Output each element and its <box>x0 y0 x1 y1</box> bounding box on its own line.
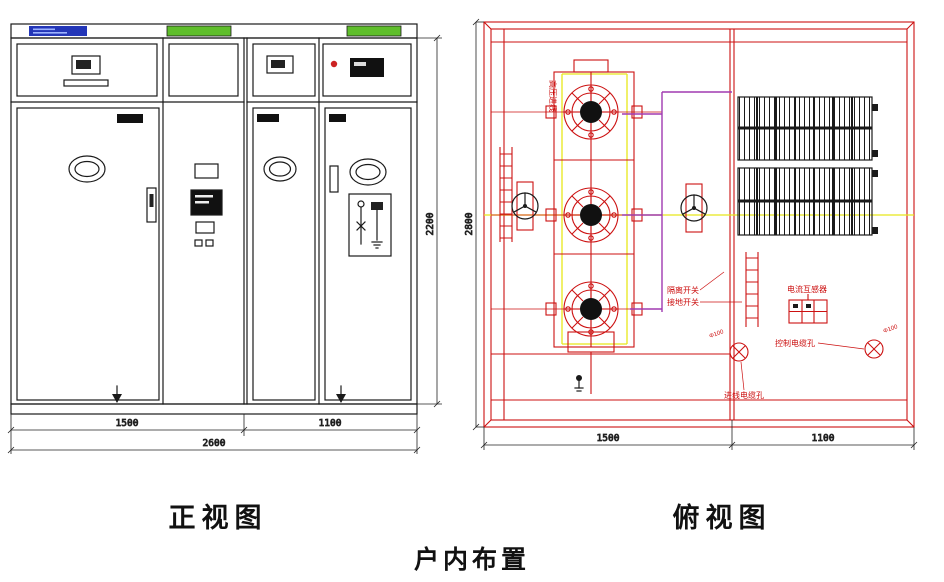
door-handle-right <box>263 156 297 182</box>
cabinet-body-structure <box>10 37 418 415</box>
fan-unit-left <box>511 181 539 231</box>
dim-left-cable-hole: Φ100 <box>709 329 726 340</box>
front-view-drawing: 1500 1100 2600 2200 <box>7 23 442 454</box>
front-view-caption: 正视图 <box>168 503 268 533</box>
radiator-bank <box>737 96 878 236</box>
fan-unit-right <box>680 183 708 233</box>
mimic-diagram-panel <box>348 193 392 257</box>
right-column-panel <box>324 107 412 401</box>
top-view-drawing: 高压进线 隔离开关 接地开关 电流互感器 控制电缆孔 进线电缆孔 Φ100 Φ1… <box>464 18 918 450</box>
dim-right-cabinet-width: 1100 <box>319 418 342 429</box>
door-handle-left <box>68 155 106 183</box>
bushings <box>563 84 619 337</box>
dim-right-bay-width: 1100 <box>812 433 835 444</box>
ladder-channel-left <box>499 147 513 242</box>
dim-total-width: 2600 <box>203 438 226 449</box>
cable-hole-left <box>729 342 749 362</box>
busbar-run-purple <box>622 91 732 312</box>
latch-slot-right <box>329 165 339 193</box>
terminal-box <box>788 294 828 324</box>
door-bottom-arrows <box>112 385 346 403</box>
dim-right-cable-hole: Φ100 <box>883 324 900 335</box>
dim-left-bay-width: 1500 <box>597 433 620 444</box>
relay-display <box>350 58 384 77</box>
ladder-channel-right <box>745 252 759 327</box>
green-strip-right <box>346 25 402 37</box>
door-label <box>257 114 279 122</box>
figure-caption: 户内布置 <box>413 546 530 574</box>
label-control-cable-hole: 控制电缆孔 <box>775 338 815 348</box>
dim-depth: 2800 <box>464 212 475 235</box>
dim-left-cabinet-width: 1500 <box>116 418 139 429</box>
cable-hole-right <box>864 339 884 359</box>
control-display <box>190 189 223 216</box>
meter-display-right <box>266 55 294 74</box>
bushing-phase-c <box>563 281 619 337</box>
door-label <box>329 114 346 122</box>
right-cabinet-door <box>252 107 316 401</box>
nameplate-blue <box>29 26 87 36</box>
label-disconnect-switch: 隔离开关 <box>667 285 699 295</box>
top-view-dimensions: 2800 1500 1100 <box>464 18 918 450</box>
top-view-annotations: 高压进线 隔离开关 接地开关 电流互感器 控制电缆孔 进线电缆孔 Φ100 Φ1… <box>548 80 899 400</box>
upper-instrument-compartments <box>16 43 412 97</box>
meter-display-left <box>71 55 101 75</box>
top-view-caption: 俯视图 <box>672 503 772 533</box>
cabinet-top-rail <box>10 23 418 39</box>
label-incoming-cable-hole: 进线电缆孔 <box>724 390 764 400</box>
base-frame <box>483 21 915 428</box>
dim-cabinet-height: 2200 <box>425 212 436 235</box>
latch-slot-left <box>146 187 157 223</box>
label-incoming-line: 高压进线 <box>548 80 558 112</box>
vent-slot <box>63 79 109 87</box>
earth-symbol <box>574 375 584 392</box>
label-current-transformer: 电流互感器 <box>787 284 827 294</box>
bushing-phase-b <box>563 187 619 243</box>
door-handle-column <box>349 158 387 186</box>
left-cabinet-door <box>16 107 160 401</box>
green-strip-left <box>166 25 232 37</box>
label-earthing-switch: 接地开关 <box>667 297 699 307</box>
indicator-lamp <box>330 60 338 68</box>
front-view-dimensions: 1500 1100 2600 2200 <box>7 34 442 454</box>
door-label <box>117 114 143 123</box>
center-column-devices <box>190 163 223 247</box>
bushing-phase-a <box>563 84 619 140</box>
